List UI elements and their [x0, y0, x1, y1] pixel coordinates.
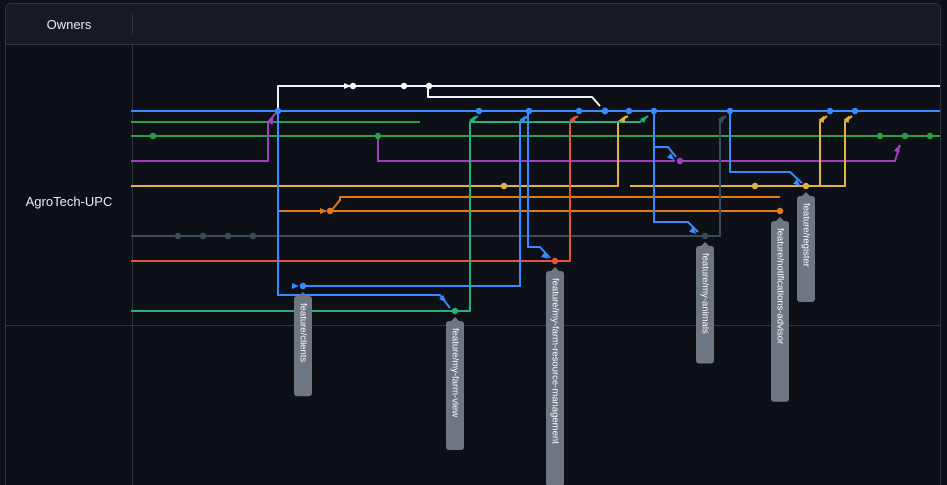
branch-tag-label[interactable]: feature/register: [800, 203, 811, 267]
merge-arrow: [793, 179, 801, 186]
commit-dot[interactable]: [676, 157, 684, 165]
merge-arrow: [344, 83, 351, 89]
branch-tag-label[interactable]: feature/my-animals: [699, 253, 710, 334]
commit-dot[interactable]: [475, 107, 483, 115]
merge-arrow: [519, 115, 526, 123]
merge-arrow: [843, 115, 850, 123]
branch-tag-pointer: [701, 242, 709, 246]
commit-dot[interactable]: [451, 307, 459, 315]
commit-dot[interactable]: [601, 107, 609, 115]
branch-tag-label[interactable]: feature/clients: [297, 303, 308, 362]
branch-line-purple: [377, 136, 675, 162]
branch-line-teal: [455, 115, 479, 312]
branch-line-blue: [278, 294, 451, 309]
commit-dot[interactable]: [349, 82, 357, 90]
commit-dot[interactable]: [826, 107, 834, 115]
branch-tag-label[interactable]: feature/my-farm-view: [449, 328, 460, 417]
commit-dot[interactable]: [374, 132, 382, 140]
branch-line-orange: [330, 196, 780, 212]
merge-arrow: [541, 252, 549, 259]
branch-tag[interactable]: [696, 246, 714, 364]
owner-row-divider: [6, 325, 940, 326]
branch-line-yellow: [820, 115, 853, 187]
merge-arrow: [569, 115, 576, 123]
merge-arrow: [619, 115, 626, 123]
branch-line-blue: [277, 111, 300, 296]
commit-dot[interactable]: [926, 132, 934, 140]
merge-arrow: [717, 115, 724, 123]
merge-arrow: [818, 115, 825, 123]
commit-dot[interactable]: [851, 107, 859, 115]
merge-arrow: [689, 227, 697, 234]
branch-tag-label[interactable]: feature/notifications-advisor: [774, 228, 785, 344]
branch-tag[interactable]: [771, 221, 789, 402]
commit-dot[interactable]: [625, 107, 633, 115]
branch-line-blue: [729, 111, 803, 184]
commit-dot[interactable]: [500, 182, 508, 190]
owners-column-divider: [132, 45, 133, 485]
commit-dot[interactable]: [776, 207, 784, 215]
merge-arrow: [469, 115, 476, 123]
owner-name[interactable]: AgroTech-UPC: [25, 193, 113, 209]
commit-dot[interactable]: [876, 132, 884, 140]
branch-tag-pointer: [776, 217, 784, 221]
branch-tag[interactable]: [294, 296, 312, 397]
commit-dot[interactable]: [701, 232, 709, 240]
commit-dot[interactable]: [802, 182, 810, 190]
commit-dot[interactable]: [174, 232, 182, 240]
graph-header: Owners: [6, 4, 940, 45]
merge-arrow: [640, 115, 648, 123]
commit-dot[interactable]: [525, 107, 533, 115]
branch-line-white: [277, 85, 940, 111]
merge-arrow: [292, 283, 299, 289]
owners-column-header: Owners: [46, 16, 92, 32]
branch-line-red: [555, 115, 579, 262]
branch-tag[interactable]: [797, 196, 815, 302]
branch-line-purple: [680, 144, 901, 162]
branch-line-yellow: [131, 115, 629, 187]
branch-tag-pointer: [551, 267, 559, 271]
commit-dot[interactable]: [551, 257, 559, 265]
branch-tag-pointer: [451, 317, 459, 321]
branch-line-purple: [131, 110, 279, 162]
commit-dot[interactable]: [224, 232, 232, 240]
branch-line-orange: [277, 111, 326, 212]
merge-arrow: [667, 153, 675, 160]
commit-dot[interactable]: [726, 107, 734, 115]
commit-dot[interactable]: [650, 107, 658, 115]
commit-dot[interactable]: [299, 282, 307, 290]
branch-tag-label[interactable]: feature/my-farm-resource-management: [549, 278, 560, 444]
commit-dot[interactable]: [326, 207, 334, 215]
branch-line-blue: [653, 111, 677, 158]
commit-dot[interactable]: [901, 132, 909, 140]
branch-tag[interactable]: [546, 271, 564, 485]
commit-dot[interactable]: [425, 82, 433, 90]
commit-dot[interactable]: [149, 132, 157, 140]
merge-arrow: [439, 295, 447, 303]
merge-arrow: [320, 208, 327, 214]
commit-dot[interactable]: [751, 182, 759, 190]
commit-dot[interactable]: [274, 107, 282, 115]
branch-tag-pointer: [299, 292, 307, 296]
commit-dot[interactable]: [575, 107, 583, 115]
commit-dot[interactable]: [249, 232, 257, 240]
branch-line-yellow: [630, 115, 828, 187]
branch-tag[interactable]: [446, 321, 464, 450]
branch-line-blue: [653, 147, 699, 233]
branch-tag-pointer: [802, 192, 810, 196]
header-divider: [132, 14, 133, 34]
commit-dot[interactable]: [199, 232, 207, 240]
merge-arrow: [893, 145, 900, 153]
branch-line-white: [427, 86, 601, 107]
merge-arrow: [267, 117, 274, 125]
commit-dot[interactable]: [400, 82, 408, 90]
network-graph-panel: Owners AgroTech-UPC: [5, 3, 941, 485]
branch-line-slate: [705, 115, 727, 237]
